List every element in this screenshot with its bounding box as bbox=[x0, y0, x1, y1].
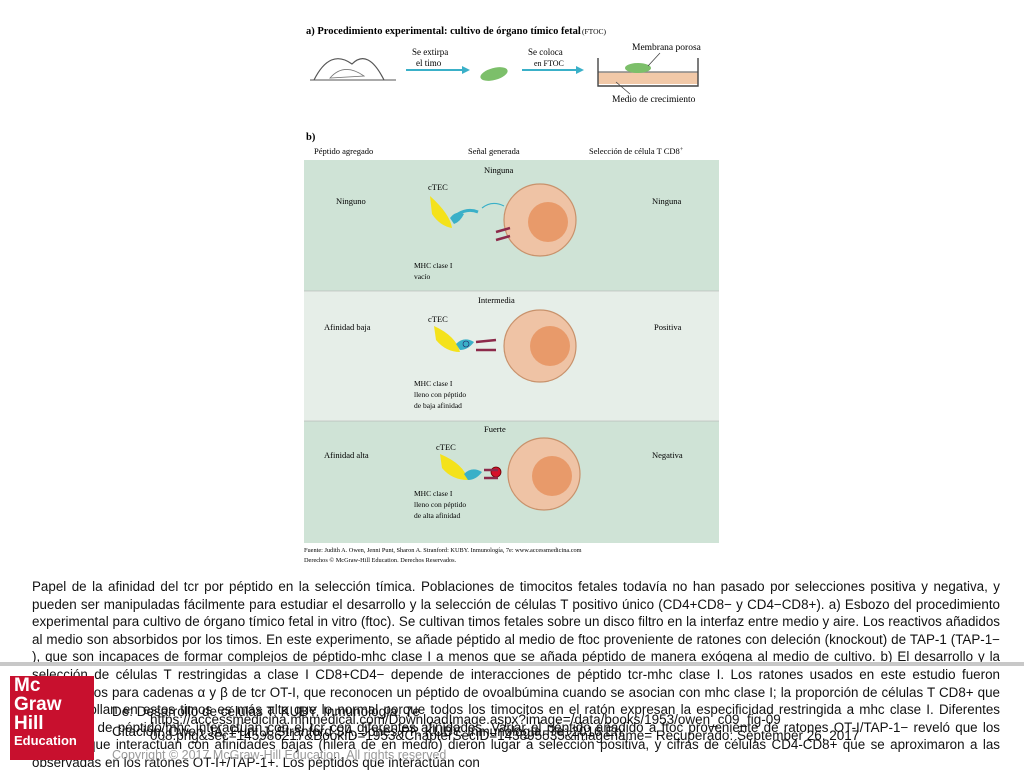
medium-label: Medio de crecimiento bbox=[612, 95, 696, 105]
row2-ctec: cTEC bbox=[428, 314, 448, 324]
row2-mhc-l3: de baja afinidad bbox=[414, 401, 462, 410]
source-chapter: De: Desarrollo de células T, KUBY. Inmun… bbox=[112, 704, 420, 719]
panel-a-ftoc: (FTOC) bbox=[582, 27, 607, 36]
row3-mhc-l2: lleno con péptido bbox=[414, 500, 466, 509]
row2-selection: Positiva bbox=[654, 322, 682, 332]
figure-caption: Papel de la afinidad del tcr por péptido… bbox=[32, 579, 1000, 770]
row1-ctec: cTEC bbox=[428, 182, 448, 192]
citation: Citación: Owen JA, Punt J, Stranford SA,… bbox=[112, 724, 626, 739]
footer-divider bbox=[0, 662, 1024, 666]
thymus-in-mouse bbox=[329, 69, 366, 79]
row3-signal: Fuerte bbox=[484, 424, 506, 434]
mouse-thymus-drawing bbox=[313, 58, 385, 81]
row3-mhc-l3: de alta afinidad bbox=[414, 511, 460, 520]
panel-a-title: a) Procedimiento experimental: cultivo d… bbox=[306, 26, 581, 37]
source-url-line1[interactable]: https://accessmedicina.mhmedical.com/Dow… bbox=[150, 712, 781, 727]
row2-peptide: Afinidad baja bbox=[324, 322, 371, 332]
row3-peptide: Afinidad alta bbox=[324, 450, 369, 460]
col-header-selection: Selección de célula T CD8+ bbox=[589, 146, 684, 156]
figure-copyright: Derechos © McGraw-Hill Education. Derech… bbox=[304, 557, 457, 564]
row1-selection: Ninguna bbox=[652, 196, 682, 206]
mcgraw-hill-logo: Mc Graw Hill Education bbox=[10, 676, 94, 760]
row1-signal: Ninguna bbox=[484, 165, 514, 175]
culture-medium bbox=[598, 72, 698, 84]
copyright: Copyright © 2017 McGraw-Hill Education. … bbox=[112, 748, 447, 762]
row1-peptide: Ninguno bbox=[336, 196, 366, 206]
step1-label: Se extirpa bbox=[412, 47, 448, 57]
membrane-label: Membrana porosa bbox=[632, 43, 702, 53]
source-url-line2[interactable]: 008.png&sec=145986217&BookID=1953&Chapte… bbox=[150, 728, 860, 743]
col-header-signal: Señal generada bbox=[468, 146, 520, 156]
step2b-label: en FTOC bbox=[534, 59, 564, 68]
step2-label: Se coloca bbox=[528, 47, 563, 57]
figure: a) Procedimiento experimental: cultivo d… bbox=[304, 26, 719, 564]
figure-source: Fuente: Judith A. Owen, Jenni Punt, Shar… bbox=[304, 547, 582, 554]
row3-selection: Negativa bbox=[652, 450, 683, 460]
row1-mhc-l1: MHC clase I bbox=[414, 261, 453, 270]
row2-signal: Intermedia bbox=[478, 295, 515, 305]
row1-mhc-l2: vacío bbox=[414, 272, 430, 281]
extracted-thymus bbox=[480, 67, 508, 81]
row3-mhc-l1: MHC clase I bbox=[414, 489, 453, 498]
row3-ctec: cTEC bbox=[436, 442, 456, 452]
row2-mhc-l1: MHC clase I bbox=[414, 379, 453, 388]
step1b-label: el timo bbox=[416, 58, 442, 68]
culture-dish bbox=[597, 58, 699, 87]
col-header-peptide: Péptido agregado bbox=[314, 146, 373, 156]
panel-b-label: b) bbox=[306, 132, 316, 143]
row2-mhc-l2: lleno con péptido bbox=[414, 390, 466, 399]
